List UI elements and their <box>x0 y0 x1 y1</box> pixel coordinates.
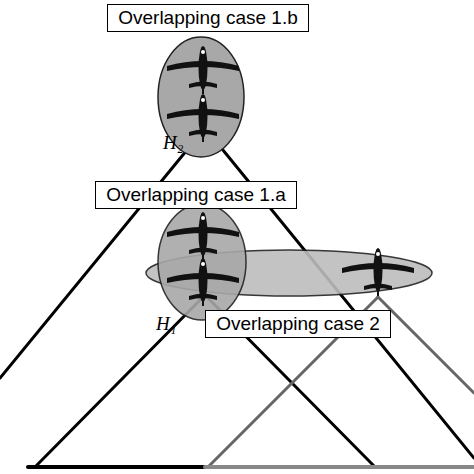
aircraft-icon <box>167 46 239 94</box>
case-label-box: Overlapping case 1.b <box>107 4 309 32</box>
cone-line <box>35 295 205 467</box>
height-label: H₁ <box>156 314 176 334</box>
ground-line <box>205 465 474 469</box>
case-label-text: Overlapping case 1.b <box>118 7 298 29</box>
case-label-box: Overlapping case 1.a <box>95 181 297 209</box>
overlap-ellipse <box>158 204 246 320</box>
cone-line <box>378 297 474 393</box>
case-label-text: Overlapping case 2 <box>216 313 380 335</box>
ground-line <box>28 465 205 469</box>
overlap-ellipse <box>158 37 244 157</box>
aircraft-icon <box>167 258 239 306</box>
aircraft-icon <box>342 248 414 296</box>
aircraft-icon <box>167 212 239 260</box>
case-label-text: Overlapping case 1.a <box>106 184 286 206</box>
height-label: H₂ <box>163 133 183 153</box>
case-label-box: Overlapping case 2 <box>205 310 391 338</box>
